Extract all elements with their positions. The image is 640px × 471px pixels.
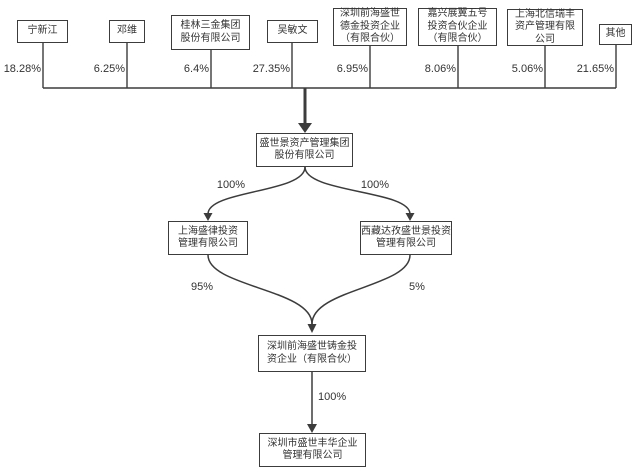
ownership-pct-label: 5.06% [511,63,543,75]
company-name: 嘉兴展翼五号 [427,8,488,20]
shareholder-node: 深圳前海盛世 德金投资企业 （有限合伙） [333,8,407,46]
company-name: 深圳前海盛世铸金投 [267,341,357,352]
ownership-pct-label: 100% [360,179,390,191]
partnership-node: 深圳前海盛世铸金投 资企业（有限合伙） [258,335,366,372]
shareholder-node: 上海北信瑞丰 资产管理有限 公司 [507,9,583,46]
company-name: 宁新江 [27,25,58,37]
ownership-pct-label: 21.65% [576,63,614,75]
shareholder-node: 嘉兴展翼五号 投资合伙企业 （有限合伙） [418,8,497,46]
ownership-pct-label: 5% [409,281,425,293]
ownership-pct-label: 100% [318,391,347,403]
shareholder-node: 邓维 [109,20,145,43]
arrowhead-icon [203,213,213,221]
company-name: 投资合伙企业 [427,20,488,32]
subsidiary-right-node: 西藏达孜盛世景投资 管理有限公司 [360,221,452,255]
ownership-pct-label: 95% [190,281,213,293]
company-name: 盛世景资产管理集团 [259,137,350,149]
company-name: 资企业（有限合伙） [267,353,357,365]
ownership-pct-label: 6.95% [336,63,368,75]
company-name: 股份有限公司 [274,150,335,161]
company-name: 其他 [605,28,626,40]
ownership-pct-label: 27.35% [252,63,290,75]
ownership-pct-label: 18.28% [3,63,41,75]
arrowhead-icon [307,324,317,333]
arrowhead-icon [307,424,317,433]
ownership-pct-label: 8.06% [424,63,456,75]
target-company-node: 深圳市盛世丰华企业 管理有限公司 [259,433,366,467]
subsidiary-left-node: 上海盛律投资 管理有限公司 [168,221,248,255]
arrow-partnership-to-target [307,372,317,433]
ownership-pct-label: 6.25% [93,63,125,75]
company-name: 深圳前海盛世 [340,8,400,20]
arrow-bus-to-parent [298,88,312,133]
shareholder-node: 吴敏文 [267,20,318,43]
company-name: 吴敏文 [277,25,308,37]
subsidiary-to-partnership-curves [207,254,411,325]
arrowhead-icon [298,123,312,133]
company-name: 深圳市盛世丰华企业 [267,437,358,449]
parent-company-node: 盛世景资产管理集团 股份有限公司 [256,133,353,167]
company-name: 管理有限公司 [376,238,436,249]
company-name: 邓维 [117,25,137,37]
company-name: 桂林三金集团 [180,20,241,31]
company-name: 股份有限公司 [180,32,241,44]
company-name: 上海盛律投资 [178,225,238,237]
parent-to-subsidiary-curves [207,166,411,215]
shareholder-connectors [42,43,617,89]
company-name: （有限合伙） [427,33,488,45]
company-name: 管理有限公司 [282,450,343,461]
shareholder-node: 桂林三金集团 股份有限公司 [171,15,250,50]
arrowhead-icon [405,213,415,221]
company-name: 西藏达孜盛世景投资 [361,225,451,237]
ownership-pct-label: 100% [216,179,246,191]
company-name: 上海北信瑞丰 [515,8,575,20]
company-name: 公司 [535,33,555,45]
company-name: （有限合伙） [340,33,400,45]
shareholder-node: 其他 [599,24,632,45]
company-name: 管理有限公司 [178,238,238,249]
company-name: 德金投资企业 [340,20,400,32]
ownership-pct-label: 6.4% [183,63,209,75]
shareholder-node: 宁新江 [17,20,68,43]
company-name: 资产管理有限 [515,21,575,33]
